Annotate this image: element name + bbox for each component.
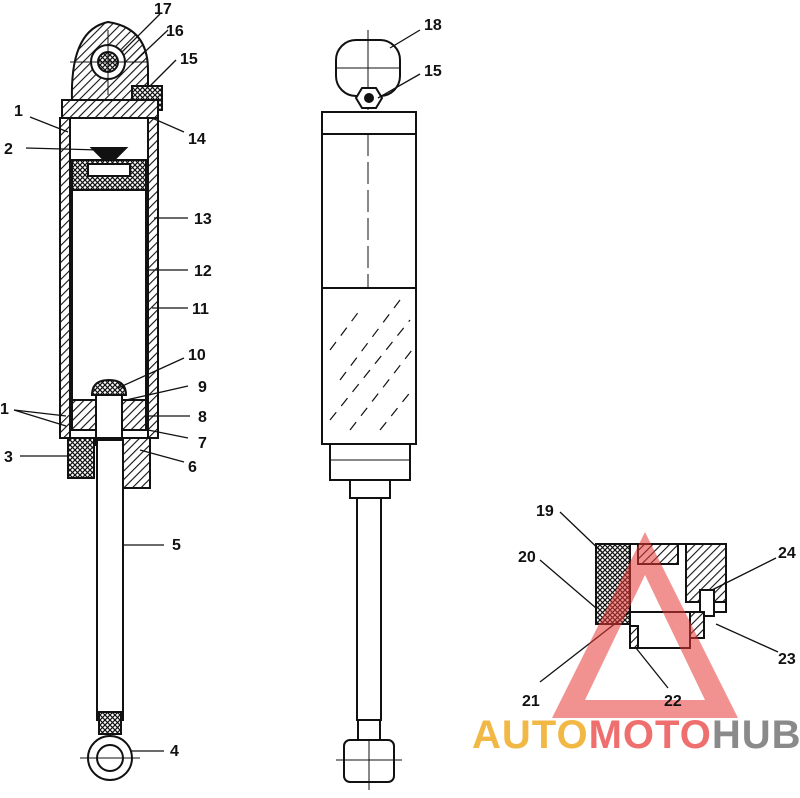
cutaway-shock xyxy=(59,20,163,781)
callout-20: 20 xyxy=(518,549,536,566)
callout-9: 9 xyxy=(198,379,207,396)
callout-3: 3 xyxy=(4,449,13,466)
watermark-auto: AUTO xyxy=(472,713,589,757)
callout-5: 5 xyxy=(172,537,181,554)
watermark-triangle-icon xyxy=(552,532,738,718)
callout-15-exterior: 15 xyxy=(424,63,442,80)
callout-21: 21 xyxy=(522,693,540,710)
callout-8: 8 xyxy=(198,409,207,426)
callout-22: 22 xyxy=(664,693,682,710)
svg-text:AUTOMOTOHUB: AUTOMOTOHUB xyxy=(472,713,800,757)
callout-17: 17 xyxy=(154,1,172,18)
callout-11: 11 xyxy=(192,301,209,318)
callout-18: 18 xyxy=(424,17,442,34)
watermark: AUTOMOTOHUB xyxy=(472,532,800,757)
callout-10: 10 xyxy=(188,347,206,364)
callout-1-lower: 1 xyxy=(0,401,9,418)
callout-2: 2 xyxy=(4,141,13,158)
exterior-shock xyxy=(321,30,417,790)
callouts: 17 16 15 1 14 2 13 12 11 10 9 1 8 7 3 6 … xyxy=(0,1,796,760)
callout-19: 19 xyxy=(536,503,554,520)
watermark-moto: MOTO xyxy=(589,713,712,757)
callout-4: 4 xyxy=(170,743,179,760)
callout-23: 23 xyxy=(778,651,796,668)
leader-lines xyxy=(13,13,779,752)
callout-14: 14 xyxy=(188,131,206,148)
callout-6: 6 xyxy=(188,459,197,476)
callout-16: 16 xyxy=(166,23,184,40)
callout-12: 12 xyxy=(194,263,212,280)
callout-1-top: 1 xyxy=(14,103,23,120)
callout-7: 7 xyxy=(198,435,207,452)
callout-15: 15 xyxy=(180,51,198,68)
callout-13: 13 xyxy=(194,211,212,228)
watermark-hub: HUB xyxy=(712,713,800,757)
callout-24: 24 xyxy=(778,545,796,562)
